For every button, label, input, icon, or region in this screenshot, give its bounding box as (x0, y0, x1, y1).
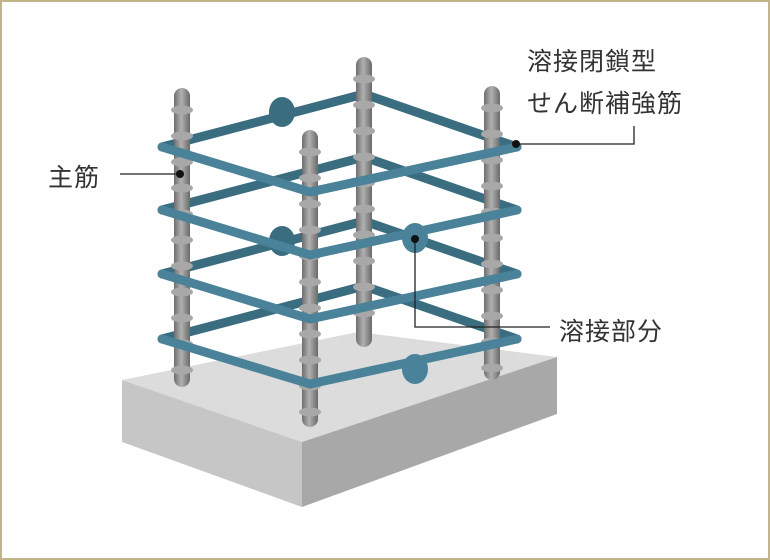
hoop-edge-front-right (305, 142, 522, 197)
rebar-rib (481, 181, 503, 191)
rebar-rib (481, 363, 503, 373)
label-main-rebar: 主筋 (48, 163, 101, 192)
main-rebar (353, 57, 375, 347)
leader-weld (414, 239, 550, 328)
rebar-rib (353, 230, 375, 240)
slab-right-face (302, 357, 557, 507)
rebar-rib (299, 277, 321, 287)
label-hoop-line1: 溶接閉鎖型 (527, 47, 658, 76)
rebar-rib (481, 259, 503, 269)
rebar-rib (481, 129, 503, 139)
dot-hoop (512, 140, 520, 148)
rebar-rib (171, 261, 193, 271)
hoop-edge-back-left (157, 89, 369, 152)
weld-point (402, 354, 428, 384)
rebar-rib (353, 152, 375, 162)
rebar-rib (299, 355, 321, 365)
weld-point (269, 97, 295, 127)
main-rebar (299, 130, 321, 427)
leader-dots (176, 140, 520, 243)
label-hoop-line2: せん断補強筋 (527, 89, 684, 118)
leader-lines (120, 126, 635, 328)
rebar-rib (353, 126, 375, 136)
rebar-rib (171, 157, 193, 167)
rebar-rib (481, 311, 503, 321)
rebar-rib (481, 285, 503, 295)
hoop-edge-front-left (157, 205, 315, 260)
rebar-rib (299, 407, 321, 417)
hoop-edge-back-left (157, 281, 369, 344)
front-hoop-layer (157, 142, 522, 389)
rebar-rib (481, 103, 503, 113)
dot-main-rebar (176, 170, 184, 178)
rebar-rib (171, 105, 193, 115)
hoop-edge-back-left (157, 216, 369, 279)
rebar-rib (353, 282, 375, 292)
rebar-rib (353, 74, 375, 84)
rebar-rib (299, 303, 321, 313)
rebar-rib (299, 173, 321, 183)
hoop-edge-front-right (305, 269, 522, 324)
rebar-rib (171, 365, 193, 375)
rebar-rib (481, 233, 503, 243)
hoop-edge-front-left (157, 142, 315, 197)
main-rebar (481, 86, 503, 380)
rebar-rib (299, 329, 321, 339)
hoop-edge-front-left (157, 334, 315, 389)
rebar-rib (299, 225, 321, 235)
rebar-rib (171, 183, 193, 193)
leader-hoop (516, 126, 635, 145)
rebar-rib (171, 235, 193, 245)
rebar-rib (171, 313, 193, 323)
main-rebars (171, 57, 503, 427)
hoop-edge-back-left (157, 152, 369, 215)
hoop-edge-front-left (157, 269, 315, 324)
rebar-rib (171, 131, 193, 141)
main-rebar (171, 88, 193, 387)
slab-left-face (122, 380, 302, 507)
rebar-rib (353, 100, 375, 110)
dot-weld (411, 235, 419, 243)
back-hoop-layer (157, 89, 522, 344)
label-weld: 溶接部分 (559, 317, 664, 346)
rebar-rib (353, 256, 375, 266)
rebar-rib (299, 199, 321, 209)
rebar-rib (353, 204, 375, 214)
rebar-rib (171, 287, 193, 297)
rebar-rib (299, 147, 321, 157)
